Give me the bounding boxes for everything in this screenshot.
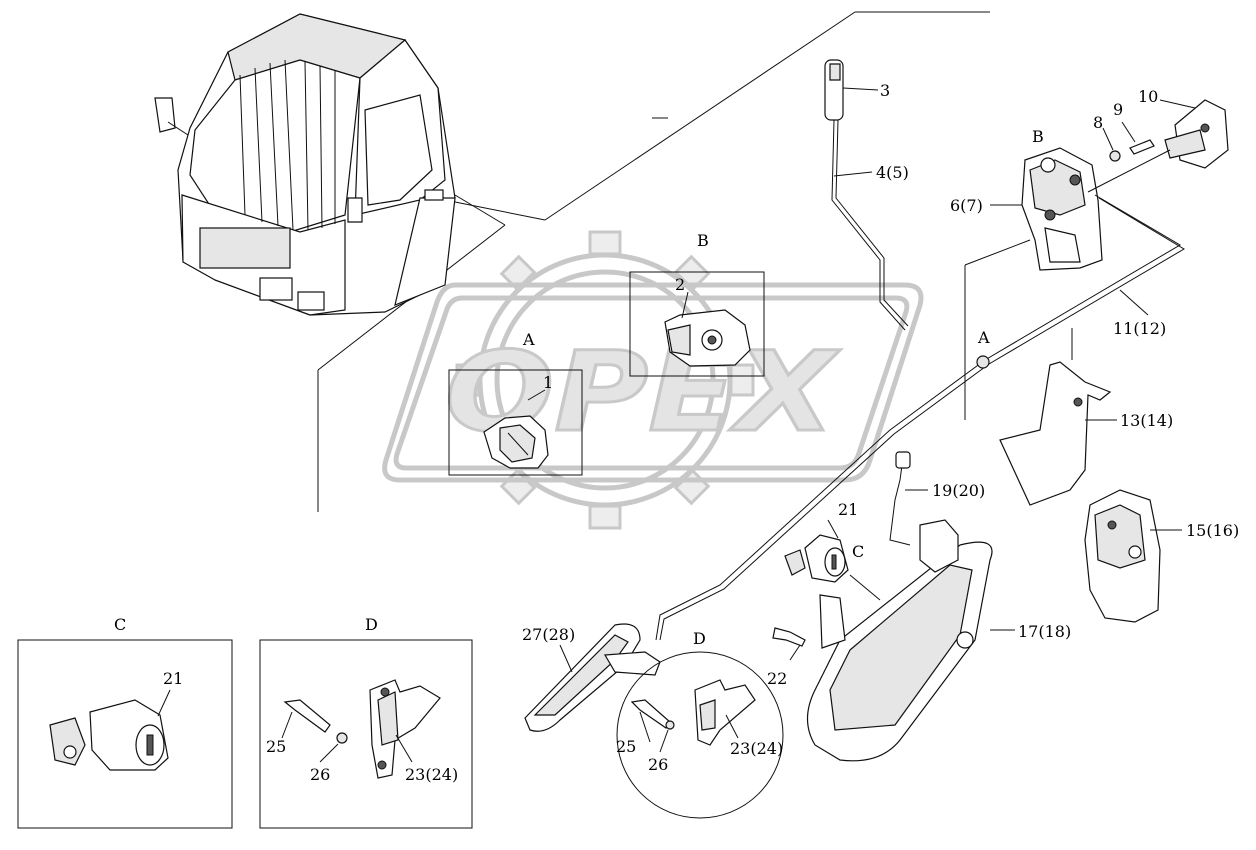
label-b-upper: B	[697, 231, 709, 250]
callout-11-12: 11(12)	[1113, 319, 1166, 338]
part-17-outside-handle: 17(18)	[806, 519, 1071, 762]
callout-15-16: 15(16)	[1186, 521, 1239, 540]
truck-cab	[154, 13, 456, 316]
callout-22: 22	[767, 669, 787, 688]
callout-1: 1	[543, 373, 553, 392]
part-6-door-latch: 6(7) B	[950, 127, 1103, 271]
label-d-circle: D	[693, 629, 706, 648]
label-a-cable: A	[977, 328, 990, 347]
part-21-key-cylinder: 21 C	[784, 500, 881, 601]
callout-27-28: 27(28)	[522, 625, 575, 644]
callout-23-24-circle: 23(24)	[730, 739, 783, 758]
callout-2: 2	[675, 275, 685, 294]
part-8-washer: 8	[1093, 113, 1121, 162]
watermark-outer-frame	[382, 282, 924, 483]
part-10-striker: 10	[1138, 87, 1229, 169]
part-3-inside-knob: 3	[824, 59, 890, 121]
label-c-box: C	[114, 615, 126, 634]
callout-9: 9	[1113, 100, 1123, 119]
label-d-box: D	[365, 615, 378, 634]
callout-13-14: 13(14)	[1120, 411, 1173, 430]
label-a-upper: A	[522, 330, 535, 349]
callout-17-18: 17(18)	[1018, 622, 1071, 641]
callout-3: 3	[880, 81, 890, 100]
opex-watermark: OPEX	[382, 230, 924, 530]
callout-10: 10	[1138, 87, 1158, 106]
callout-19-20: 19(20)	[932, 481, 985, 500]
part-13-bracket: 13(14)	[999, 361, 1173, 506]
cable-clip-a	[976, 355, 990, 369]
part-22-screw: 22	[767, 627, 806, 688]
part-19-rod: 19(20)	[889, 451, 985, 546]
callout-25-circle: 25	[616, 737, 636, 756]
part-11-cable: 11(12) A	[655, 194, 1185, 641]
label-c-cylinder: C	[852, 542, 864, 561]
part-15-actuator: 15(16)	[1084, 489, 1239, 623]
callout-6-7: 6(7)	[950, 196, 983, 215]
callout-25-box: 25	[266, 737, 286, 756]
label-b-latch: B	[1032, 127, 1044, 146]
callout-8: 8	[1093, 113, 1103, 132]
callout-23-24-box: 23(24)	[405, 765, 458, 784]
detail-d-circle: D 25 26 23(24)	[616, 629, 784, 819]
callout-4-5: 4(5)	[876, 163, 909, 182]
part-27-inside-handle: 27(28)	[522, 623, 661, 732]
watermark-inner-frame	[393, 295, 910, 471]
detail-a-box: A 1	[448, 330, 583, 476]
callout-26-box: 26	[310, 765, 330, 784]
assembly-axis-line	[1087, 149, 1171, 193]
callout-21-box: 21	[163, 669, 183, 688]
callout-21: 21	[838, 500, 858, 519]
detail-d-box: D 25 26 23(24)	[259, 615, 473, 829]
part-9-bolt: 9	[1113, 100, 1155, 155]
detail-b-box: B 2	[629, 231, 765, 377]
latch-rod-line	[964, 239, 1031, 266]
detail-c-box: C 21	[17, 615, 233, 829]
part-4-lock-rod: 4(5)	[831, 119, 909, 331]
callout-26-circle: 26	[648, 755, 668, 774]
